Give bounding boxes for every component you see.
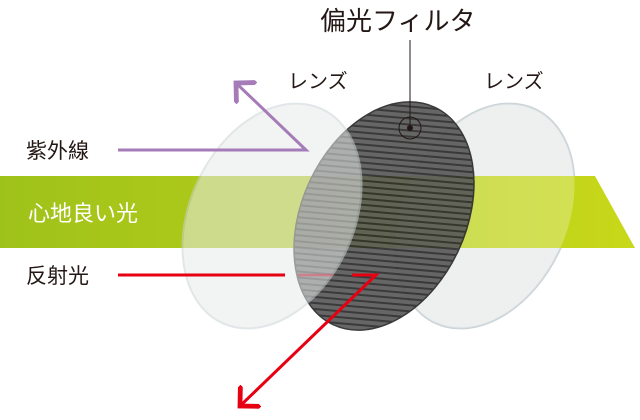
reflected-ray-out bbox=[240, 273, 380, 406]
lens-right-label: レンズ bbox=[484, 69, 544, 93]
uv-label: 紫外線 bbox=[26, 139, 89, 163]
reflected-light-label: 反射光 bbox=[26, 264, 89, 288]
filter-axis-circle bbox=[398, 116, 422, 140]
comfortable-light-label: 心地良い光 bbox=[28, 202, 138, 227]
filter-axis-dot bbox=[407, 125, 413, 131]
title-label: 偏光フィルタ bbox=[320, 7, 475, 37]
left-lens bbox=[181, 102, 363, 330]
uv-ray bbox=[118, 83, 310, 152]
lens-left-label: レンズ bbox=[288, 69, 348, 93]
